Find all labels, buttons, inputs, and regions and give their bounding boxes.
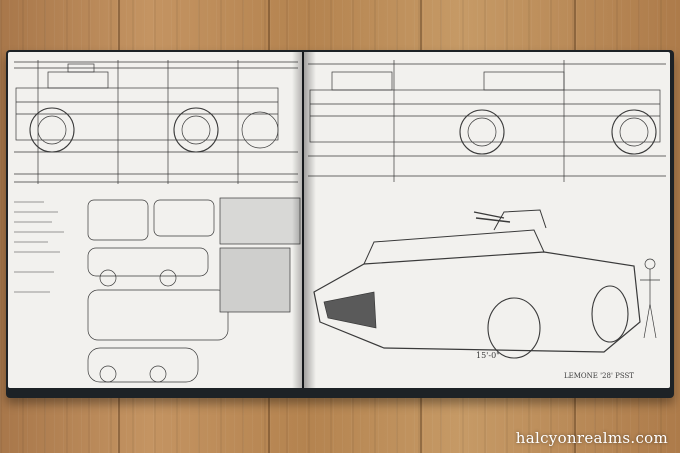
- scale-note: 15'-0": [476, 351, 500, 360]
- left-page-blueprint: [14, 60, 301, 383]
- left-page: [8, 52, 302, 388]
- signature: LEMONE '28' PSST: [564, 372, 634, 380]
- right-page-illustration: 15'-0" LEMONE '28' PSST: [308, 60, 666, 380]
- site-watermark: halcyonrealms.com: [515, 429, 668, 447]
- book-gutter-shadow: [292, 52, 316, 388]
- right-page: 15'-0" LEMONE '28' PSST: [304, 52, 670, 388]
